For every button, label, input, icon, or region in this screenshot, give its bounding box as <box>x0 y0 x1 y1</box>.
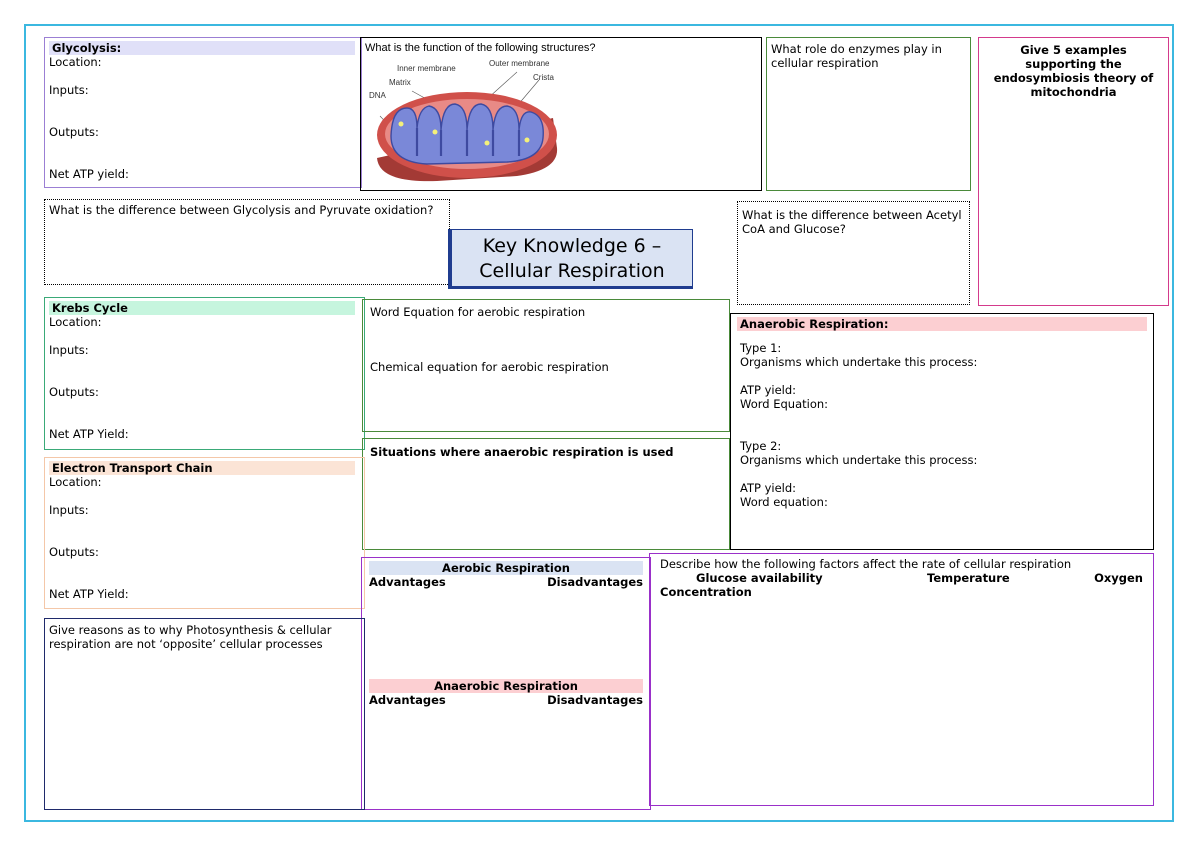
anaerobic-organisms-1: Organisms which undertake this process: <box>740 355 978 369</box>
aerobic-columns: Advantages Disadvantages <box>369 575 643 589</box>
label-dna: DNA <box>369 91 387 100</box>
situations-box: Situations where anaerobic respiration i… <box>362 438 730 550</box>
krebs-box: Krebs Cycle Location: Inputs: Outputs: N… <box>44 297 365 450</box>
enzymes-question: What role do enzymes play in cellular re… <box>771 42 942 70</box>
anaerobic-atp-1: ATP yield: <box>740 383 797 397</box>
factors-question: Describe how the following factors affec… <box>660 557 1072 571</box>
anaerobic-word-2: Word equation: <box>740 495 828 509</box>
glycolysis-header: Glycolysis: <box>49 41 355 55</box>
krebs-location: Location: <box>49 315 102 329</box>
factor-oxygen-concentration: Concentration <box>660 585 752 599</box>
factor-temperature: Temperature <box>927 571 1010 585</box>
page-title: Key Knowledge 6 – Cellular Respiration <box>448 229 693 289</box>
aerobic-header: Aerobic Respiration <box>369 561 643 575</box>
glycolysis-inputs: Inputs: <box>49 83 89 97</box>
situations-header: Situations where anaerobic respiration i… <box>370 445 674 459</box>
enzymes-box: What role do enzymes play in cellular re… <box>766 37 971 191</box>
aerobic-advantages: Advantages <box>369 575 446 589</box>
anaerobic-columns: Advantages Disadvantages <box>369 693 643 707</box>
factor-oxygen: Oxygen <box>1094 571 1143 585</box>
factors-row: Glucose availability Temperature Oxygen <box>660 571 1143 585</box>
photosynthesis-box: Give reasons as to why Photosynthesis & … <box>44 618 365 810</box>
acetyl-vs-glucose-question: What is the difference between Acetyl Co… <box>742 208 962 236</box>
etc-inputs: Inputs: <box>49 503 89 517</box>
anaerobic-atp-2: ATP yield: <box>740 481 797 495</box>
glycolysis-net-atp: Net ATP yield: <box>49 167 129 181</box>
anaerobic-adv-header: Anaerobic Respiration <box>369 679 643 693</box>
anaerobic-type-1: Type 1: <box>740 341 782 355</box>
etc-header: Electron Transport Chain <box>49 461 355 475</box>
glycolysis-box: Glycolysis: Location: Inputs: Outputs: N… <box>44 37 362 188</box>
krebs-net-atp: Net ATP Yield: <box>49 427 129 441</box>
mitochondrion-diagram: Inner membrane Outer membrane Crista Mat… <box>369 59 558 182</box>
factor-glucose: Glucose availability <box>696 571 823 585</box>
anaerobic-word-1: Word Equation: <box>740 397 829 411</box>
structures-box: What is the function of the following st… <box>360 37 762 191</box>
equations-box: Word Equation for aerobic respiration Ch… <box>362 299 730 432</box>
anaerobic-organisms-2: Organisms which undertake this process: <box>740 453 978 467</box>
title-line-1: Key Knowledge 6 – <box>482 235 662 257</box>
anaerobic-box: Anaerobic Respiration: Type 1: Organisms… <box>730 313 1154 550</box>
chemical-equation-label: Chemical equation for aerobic respiratio… <box>370 360 609 374</box>
etc-location: Location: <box>49 475 102 489</box>
label-crista: Crista <box>533 73 554 82</box>
krebs-header: Krebs Cycle <box>49 301 355 315</box>
acetyl-vs-glucose-box: What is the difference between Acetyl Co… <box>737 201 970 305</box>
glycolysis-vs-pyruvate-box: What is the difference between Glycolysi… <box>44 199 450 285</box>
anaerobic-advantages: Advantages <box>369 693 446 707</box>
glycolysis-vs-pyruvate-question: What is the difference between Glycolysi… <box>49 203 434 217</box>
factors-box: Describe how the following factors affec… <box>649 553 1154 806</box>
etc-box: Electron Transport Chain Location: Input… <box>44 457 365 609</box>
advantages-box: Aerobic Respiration Advantages Disadvant… <box>361 557 651 810</box>
anaerobic-header: Anaerobic Respiration: <box>737 317 1147 331</box>
krebs-outputs: Outputs: <box>49 385 99 399</box>
photosynthesis-question: Give reasons as to why Photosynthesis & … <box>49 623 332 651</box>
glycolysis-outputs: Outputs: <box>49 125 99 139</box>
anaerobic-disadvantages: Disadvantages <box>547 693 643 707</box>
word-equation-label: Word Equation for aerobic respiration <box>370 305 586 319</box>
label-matrix: Matrix <box>389 78 411 87</box>
etc-net-atp: Net ATP Yield: <box>49 587 129 601</box>
title-line-2: Cellular Respiration <box>479 260 665 282</box>
krebs-inputs: Inputs: <box>49 343 89 357</box>
anaerobic-type-2: Type 2: <box>740 439 782 453</box>
aerobic-disadvantages: Disadvantages <box>547 575 643 589</box>
glycolysis-location: Location: <box>49 55 102 69</box>
label-outer-membrane: Outer membrane <box>489 59 550 68</box>
structures-question: What is the function of the following st… <box>365 42 596 54</box>
endosymbiosis-box: Give 5 examples supporting the endosymbi… <box>978 37 1169 306</box>
etc-outputs: Outputs: <box>49 545 99 559</box>
label-inner-membrane: Inner membrane <box>397 64 456 73</box>
page-frame <box>24 24 1174 822</box>
endosymbiosis-question: Give 5 examples supporting the endosymbi… <box>993 43 1154 99</box>
